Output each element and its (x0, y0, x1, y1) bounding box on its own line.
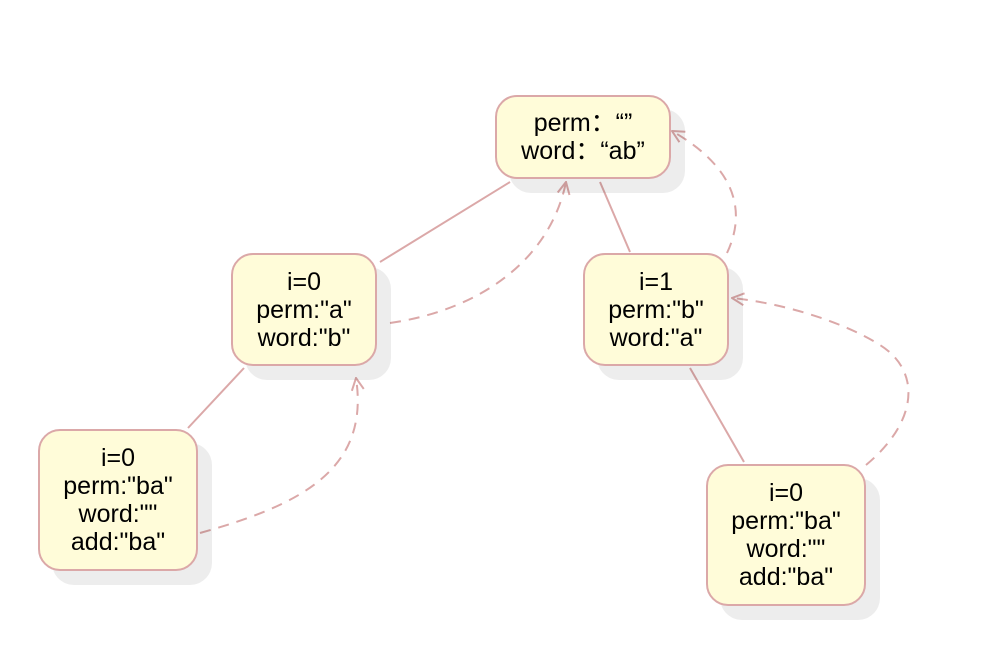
node-left-line-1: i=0 (286, 267, 322, 296)
node-root: perm：“” word：“ab” (495, 95, 671, 179)
node-left-line-3: word:"b" (257, 323, 351, 352)
node-leftleaf-line-4: add:"ba" (70, 528, 166, 556)
node-rightleaf-line-2: perm:"ba" (731, 507, 841, 535)
node-rightleaf: i=0 perm:"ba" word:"" add:"ba" (706, 464, 866, 606)
return-arrow-leftleaf-to-left (199, 378, 358, 534)
node-left-line-2: perm:"a" (256, 295, 352, 324)
node-rightleaf-line-4: add:"ba" (738, 563, 834, 591)
node-root-line-1: perm：“” (533, 109, 633, 137)
edge-left-to-leftleaf (187, 367, 245, 429)
return-arrow-right-to-root (672, 131, 737, 254)
node-right-line-2: perm:"b" (608, 295, 704, 324)
return-arrow-left-to-root (389, 182, 566, 324)
node-leftleaf-line-1: i=0 (100, 444, 136, 472)
node-rightleaf-line-3: word:"" (746, 535, 826, 563)
node-root-line-2: word：“ab” (521, 137, 645, 165)
node-leftleaf-line-2: perm:"ba" (63, 472, 173, 500)
return-arrow-rightleaf-to-right (732, 298, 910, 466)
node-right: i=1 perm:"b" word:"a" (583, 253, 729, 366)
edge-right-to-rightleaf (689, 367, 745, 463)
node-rightleaf-line-1: i=0 (768, 479, 804, 507)
node-right-line-3: word:"a" (609, 323, 703, 352)
node-left: i=0 perm:"a" word:"b" (231, 253, 377, 366)
edge-root-to-right (599, 181, 631, 253)
edge-root-to-left (379, 181, 511, 263)
node-leftleaf-line-3: word:"" (78, 500, 158, 528)
node-right-line-1: i=1 (638, 267, 674, 296)
node-leftleaf: i=0 perm:"ba" word:"" add:"ba" (38, 429, 198, 571)
